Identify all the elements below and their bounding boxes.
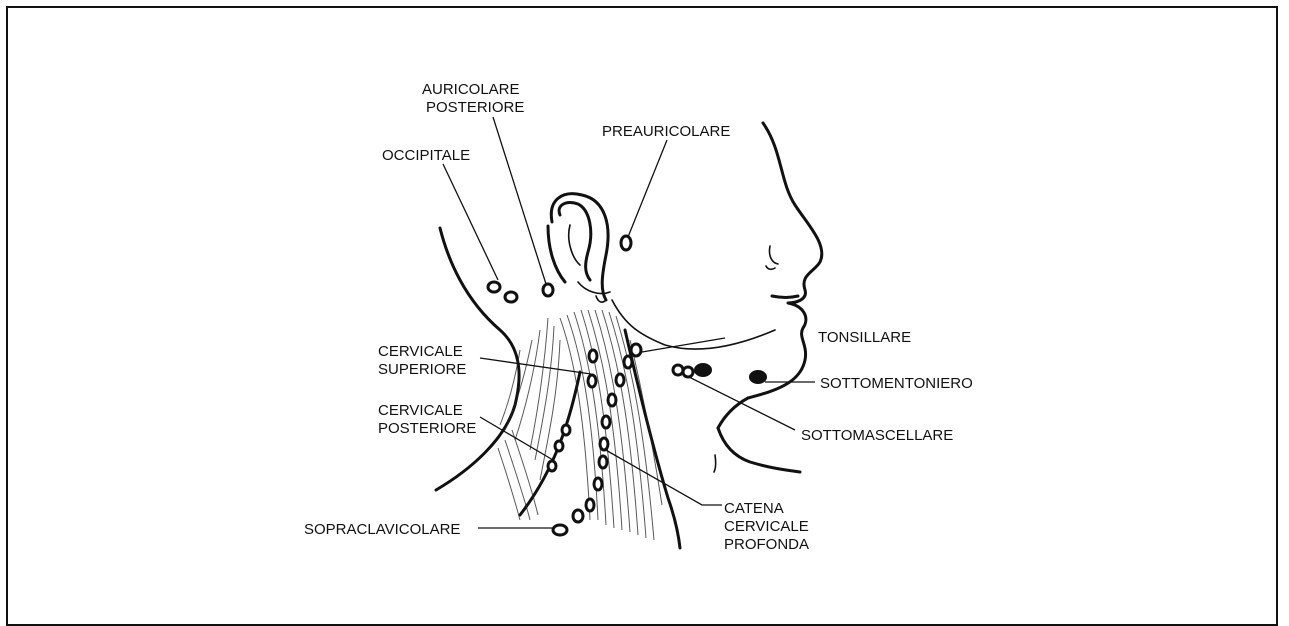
posterior-auricular-node xyxy=(543,284,553,296)
submandibular-node xyxy=(673,365,683,375)
label-sottomascellare: SOTTOMASCELLARE xyxy=(801,427,953,444)
deep-cervical-node xyxy=(624,356,632,368)
label-sottomentoniero: SOTTOMENTONIERO xyxy=(820,375,973,392)
superior-cervical-node xyxy=(589,350,597,362)
leader-lines xyxy=(443,117,815,528)
ear xyxy=(548,194,610,302)
deep-cervical-node xyxy=(600,438,608,450)
label-cervicale-superiore: CERVICALE SUPERIORE xyxy=(378,343,467,378)
posterior-cervical-node xyxy=(548,461,556,471)
deep-cervical-node xyxy=(586,499,594,511)
deep-cervical-node xyxy=(616,374,624,386)
leader-preauricolare xyxy=(628,140,667,237)
tonsillar-node xyxy=(631,344,641,356)
label-occipitale: OCCIPITALE xyxy=(382,147,470,164)
mouth xyxy=(772,296,798,298)
submental-node xyxy=(750,371,766,383)
trapezius-line xyxy=(520,372,580,515)
label-cervicale-posteriore: CERVICALE POSTERIORE xyxy=(378,402,476,437)
occipital-node xyxy=(505,292,517,302)
head-neck-illustration xyxy=(436,123,822,548)
lymph-nodes-diagram: AURICOLARE POSTERIORE OCCIPITALE PREAURI… xyxy=(0,0,1289,605)
posterior-cervical-node xyxy=(562,425,570,435)
nostril xyxy=(769,246,778,264)
submandibular-node xyxy=(695,364,711,376)
label-auricolare-posteriore: AURICOLARE POSTERIORE xyxy=(422,81,524,116)
deep-cervical-node xyxy=(608,394,616,406)
label-sopraclavicolare: SOPRACLAVICOLARE xyxy=(304,521,460,538)
deep-cervical-node xyxy=(594,478,602,490)
leader-auricolare-posteriore xyxy=(493,117,546,284)
submandibular-node xyxy=(683,367,693,377)
superior-cervical-node xyxy=(588,375,596,387)
posterior-cervical-node xyxy=(555,441,563,451)
posterior-neck-shading xyxy=(498,430,538,520)
occipital-node xyxy=(488,282,500,292)
deep-cervical-node xyxy=(599,456,607,468)
labels: AURICOLARE POSTERIORE OCCIPITALE PREAURI… xyxy=(304,81,973,553)
supraclavicular-node xyxy=(553,525,567,535)
label-preauricolare: PREAURICOLARE xyxy=(602,123,730,140)
jaw-line xyxy=(612,300,775,349)
label-tonsillare: TONSILLARE xyxy=(818,329,911,346)
deep-cervical-node xyxy=(573,510,583,522)
deep-cervical-node xyxy=(602,416,610,428)
preauricular-node xyxy=(621,236,631,250)
label-catena-cervicale-profonda: CATENA CERVICALE PROFONDA xyxy=(724,500,813,553)
throat-line xyxy=(718,428,800,472)
